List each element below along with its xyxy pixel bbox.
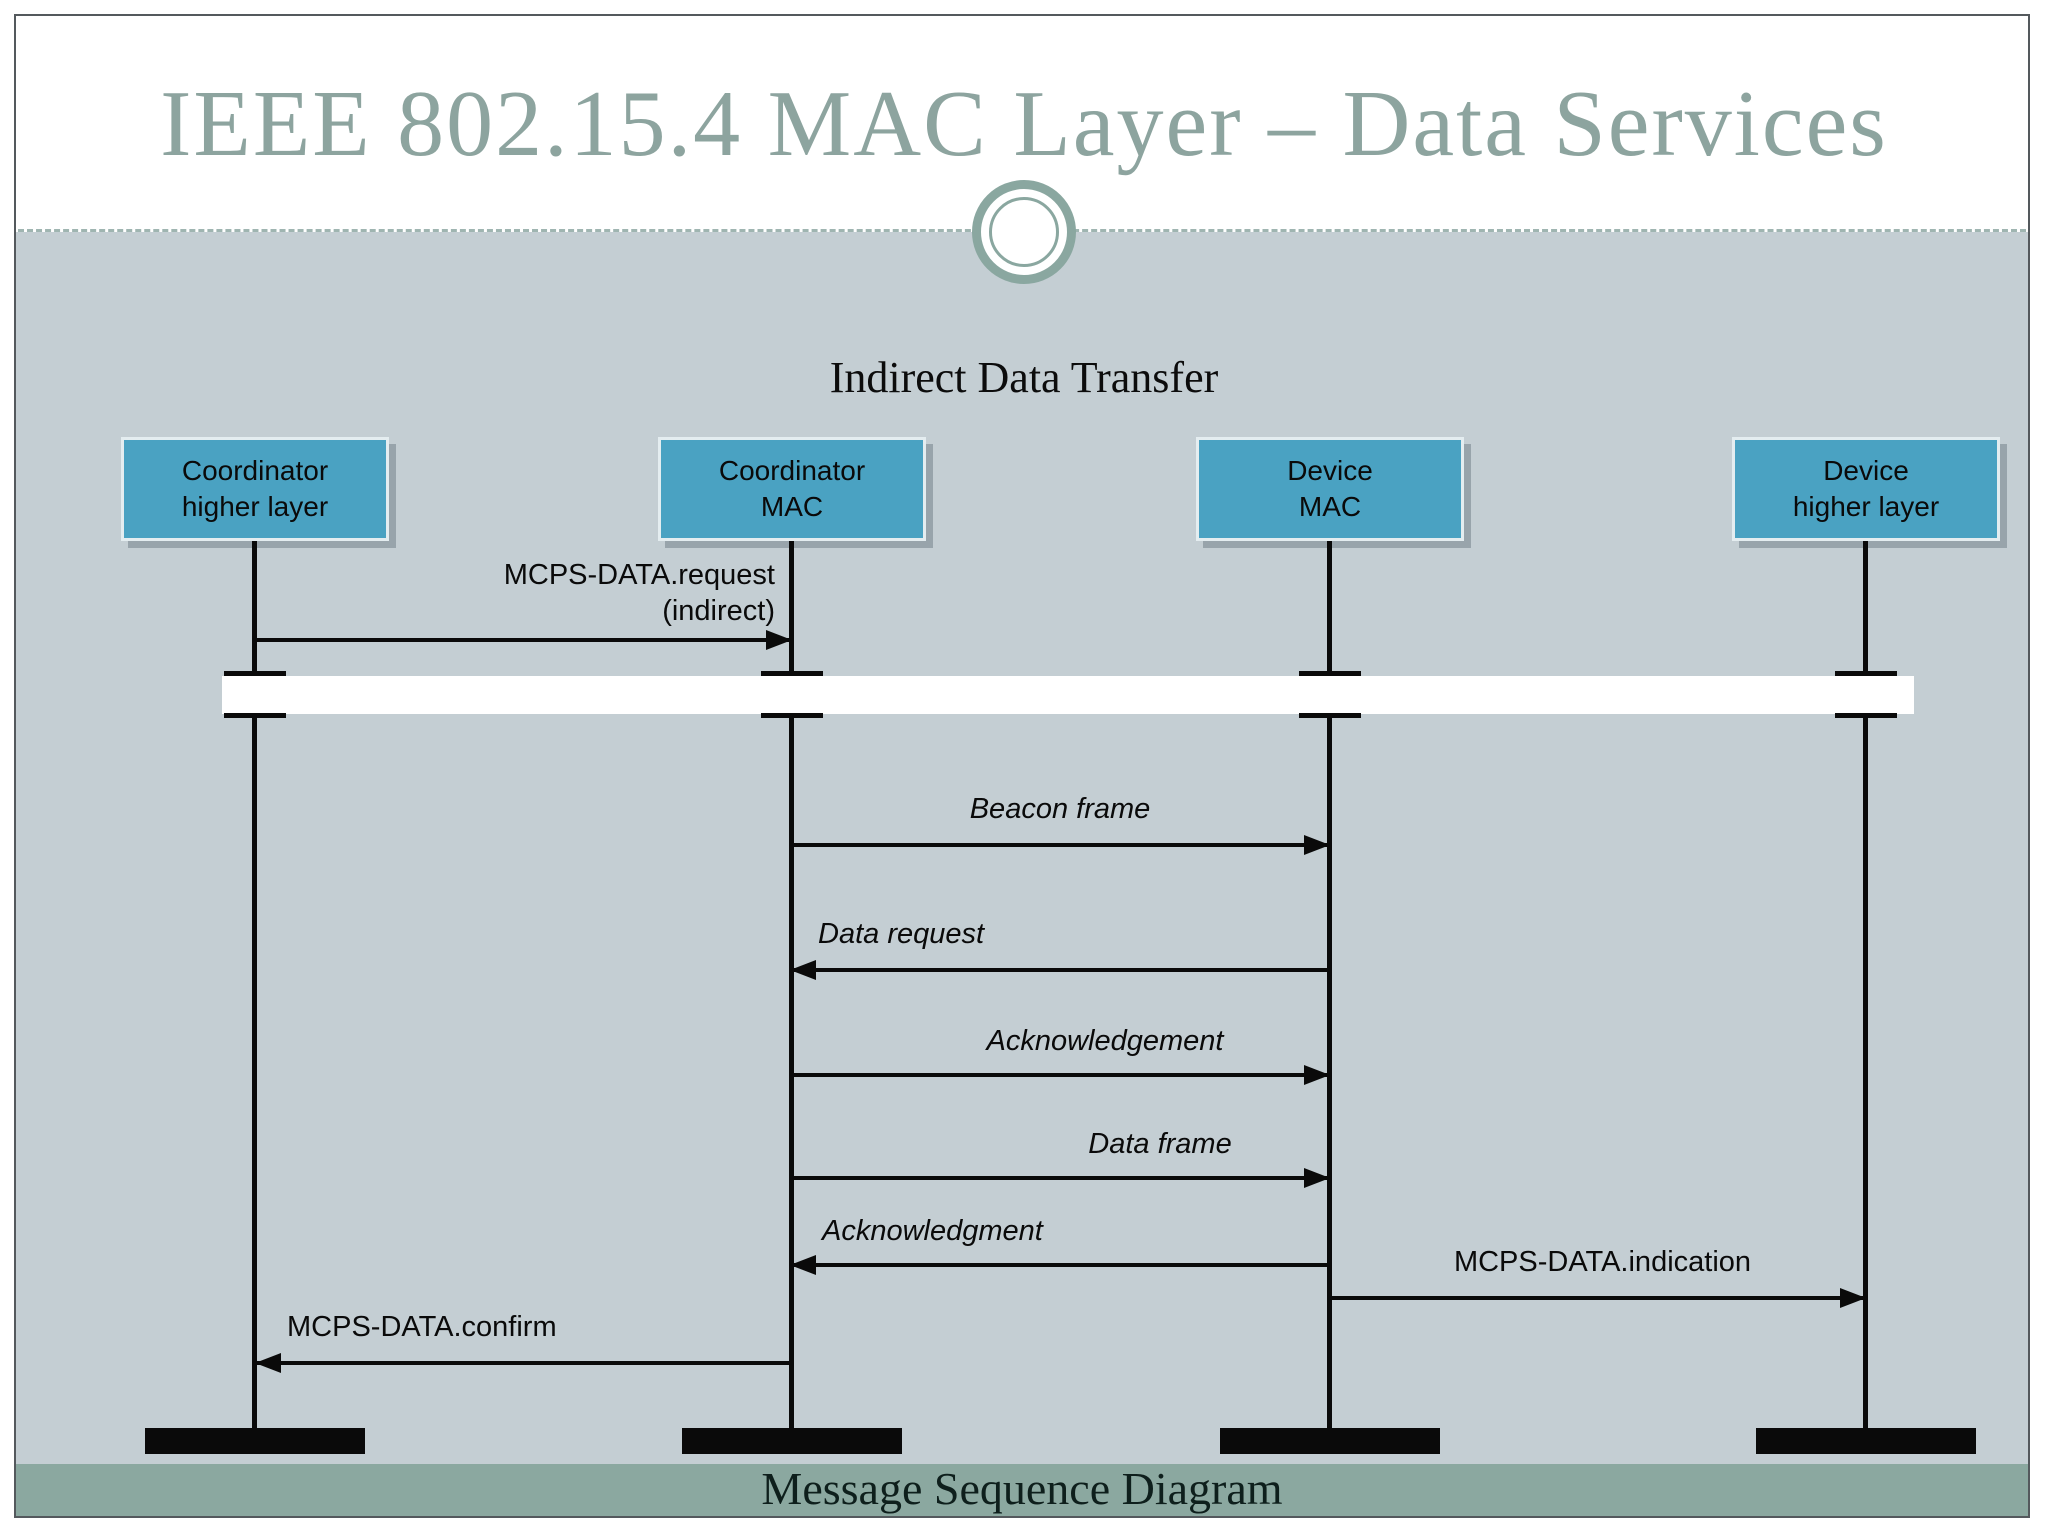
actor-box-device-higher-layer: Device higher layer bbox=[1732, 437, 2000, 541]
break-tick bbox=[1299, 671, 1361, 676]
message-label-acknowledgement: Acknowledgement bbox=[986, 1025, 1224, 1057]
message-arrow-data-request bbox=[792, 968, 1328, 972]
message-arrow-data-frame bbox=[792, 1176, 1328, 1180]
endpoint-bar-coordinator-mac bbox=[682, 1428, 902, 1454]
message-label-mcps-data-request: MCPS-DATA.request (indirect) bbox=[503, 559, 775, 628]
footer-band: Message Sequence Diagram bbox=[16, 1464, 2028, 1516]
diagram-subtitle: Indirect Data Transfer bbox=[829, 353, 1219, 402]
actor-label: Coordinator higher layer bbox=[181, 454, 329, 522]
break-tick bbox=[1299, 713, 1361, 718]
message-label-beacon-frame: Beacon frame bbox=[969, 793, 1151, 825]
message-arrow-mcps-data-confirm bbox=[257, 1361, 790, 1365]
message-label-mcps-data-indication: MCPS-DATA.indication bbox=[1453, 1246, 1752, 1278]
break-tick bbox=[1835, 713, 1897, 718]
message-label-data-request: Data request bbox=[818, 918, 985, 950]
lifeline-coordinator-higher-layer bbox=[252, 541, 257, 1430]
actor-box-coordinator-higher-layer: Coordinator higher layer bbox=[121, 437, 389, 541]
message-label-acknowledgment: Acknowledgment bbox=[822, 1215, 1043, 1247]
break-tick bbox=[224, 713, 286, 718]
endpoint-bar-device-mac bbox=[1220, 1428, 1440, 1454]
actor-label: Coordinator MAC bbox=[718, 454, 866, 522]
break-tick bbox=[761, 713, 823, 718]
slide-title: IEEE 802.15.4 MAC Layer – Data Services bbox=[160, 72, 1888, 176]
actor-label: Device higher layer bbox=[1792, 454, 1940, 522]
break-tick bbox=[761, 671, 823, 676]
message-arrow-acknowledgment bbox=[792, 1263, 1328, 1267]
message-arrow-mcps-data-request bbox=[255, 638, 790, 642]
message-label-data-frame: Data frame bbox=[1088, 1128, 1232, 1160]
message-arrow-mcps-data-indication bbox=[1330, 1296, 1864, 1300]
endpoint-bar-coordinator-higher-layer bbox=[145, 1428, 365, 1454]
break-tick bbox=[224, 671, 286, 676]
divider-circle-ornament bbox=[972, 180, 1076, 284]
actor-label: Device MAC bbox=[1287, 454, 1373, 522]
timeline-break-band bbox=[222, 676, 1914, 714]
actor-box-device-mac: Device MAC bbox=[1196, 437, 1464, 541]
break-tick bbox=[1835, 671, 1897, 676]
endpoint-bar-device-higher-layer bbox=[1756, 1428, 1976, 1454]
lifeline-device-mac bbox=[1327, 541, 1332, 1430]
message-arrow-beacon-frame bbox=[792, 843, 1328, 847]
actor-box-coordinator-mac: Coordinator MAC bbox=[658, 437, 926, 541]
footer-title: Message Sequence Diagram bbox=[761, 1463, 1283, 1514]
lifeline-coordinator-mac bbox=[789, 541, 794, 1430]
divider-circle-inner bbox=[989, 197, 1059, 267]
message-arrow-acknowledgement bbox=[792, 1073, 1328, 1077]
message-label-mcps-data-confirm: MCPS-DATA.confirm bbox=[287, 1311, 557, 1343]
lifeline-device-higher-layer bbox=[1863, 541, 1868, 1430]
